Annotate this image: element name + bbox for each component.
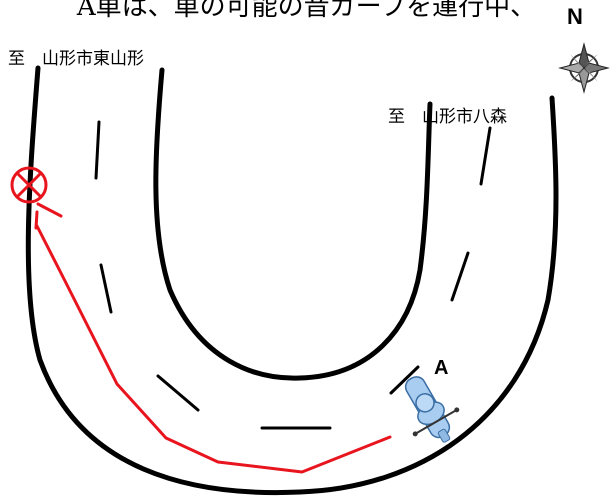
motorcycle-icon [404, 376, 460, 443]
road-outer-edge [25, 65, 559, 496]
vehicle-label-a: A [434, 357, 449, 379]
destination-label-left: 至 山形市東山形 [8, 49, 144, 69]
road-inner-edge [153, 67, 433, 381]
north-label: N [567, 4, 583, 29]
destination-label-right: 至 山形市八森 [388, 107, 507, 127]
travel-route [34, 202, 392, 474]
lane-markings [94, 120, 492, 430]
caption-text: A車は、車の可能の音ガーブを運行中、 [76, 0, 537, 22]
crossed-circle-icon [10, 166, 48, 204]
compass-rose-icon [558, 42, 610, 94]
